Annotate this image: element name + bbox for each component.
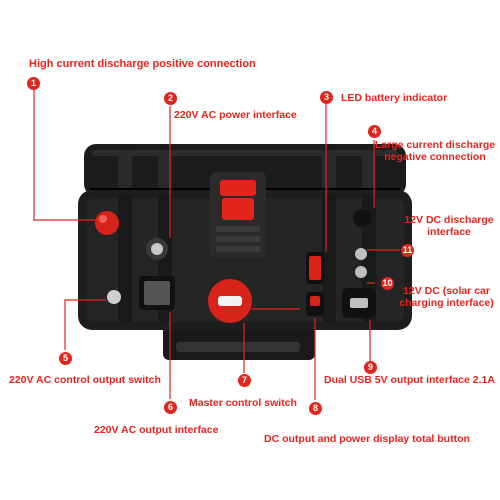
callout-label-5: 220V AC control output switch [9,374,161,386]
callout-label-6: 220V AC output interface [94,424,219,436]
ac-control-switch [107,290,121,304]
callout-number-6: 6 [164,401,177,414]
callout-number-10: 10 [381,277,394,290]
callout-label-9: Dual USB 5V output interface 2.1A [324,374,495,386]
callout-number-11: 11 [401,244,414,257]
callout-label-3: LED battery indicator [341,92,448,104]
callout-label-8: DC output and power display total button [264,433,470,445]
callout-number-5: 5 [59,352,72,365]
callout-number-2: 2 [164,92,177,105]
positive-terminal [95,211,119,235]
callout-number-4: 4 [368,125,381,138]
callout-label-10: 12V DC (solar car charging interface) [399,285,494,309]
callout-number-8: 8 [309,402,322,415]
dc-solar-port [355,266,367,278]
callout-label-11: 12V DC discharge interface [404,214,494,238]
callout-number-9: 9 [364,361,377,374]
callout-label-1: High current discharge positive connecti… [29,58,256,70]
callout-label-2: 220V AC power interface [174,109,297,121]
callout-number-1: 1 [27,77,40,90]
dc-discharge-port [355,248,367,260]
callout-label-7: Master control switch [189,397,297,409]
callout-label-4: Large current discharge negative connect… [374,139,496,163]
callout-number-7: 7 [238,374,251,387]
callout-number-3: 3 [320,91,333,104]
negative-terminal [353,209,371,227]
